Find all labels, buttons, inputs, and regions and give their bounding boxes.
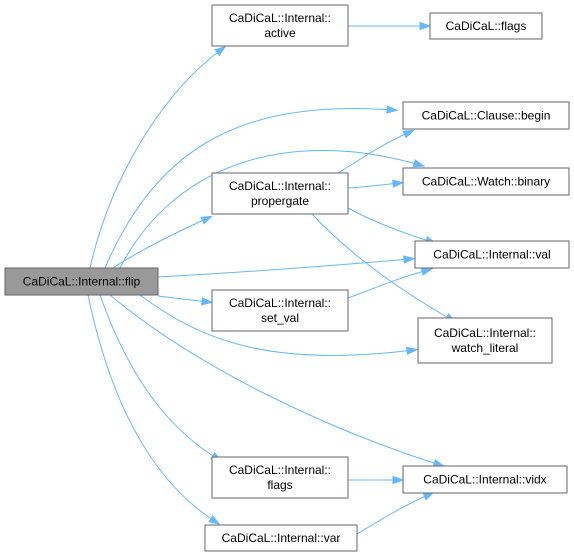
edge-line xyxy=(157,258,411,278)
edge-flip-to-val xyxy=(157,255,416,278)
edge-line xyxy=(157,295,209,303)
edge-arrowhead xyxy=(402,129,416,139)
edge-arrowhead xyxy=(386,105,399,114)
edge-arrowhead xyxy=(392,179,405,188)
edge-arrowhead xyxy=(419,21,432,31)
node-flags-cadical[interactable]: CaDiCaL::flags xyxy=(429,12,543,40)
node-label-line: CaDiCaL::Internal:: xyxy=(434,326,536,340)
node-clause-begin[interactable]: CaDiCaL::Clause::begin xyxy=(402,101,570,130)
node-box xyxy=(417,317,553,364)
node-box xyxy=(429,12,543,40)
node-box xyxy=(402,101,570,130)
edge-propergate-to-watch_binary xyxy=(347,179,405,189)
edge-line xyxy=(356,493,431,535)
edge-flip-to-active xyxy=(89,45,227,269)
edge-arrowhead xyxy=(420,267,434,276)
node-label-line: CaDiCaL::Internal:: xyxy=(229,463,331,477)
edge-line xyxy=(112,217,209,269)
node-label-line: active xyxy=(264,26,296,40)
edge-arrowhead xyxy=(201,297,214,306)
node-box xyxy=(402,465,568,494)
node-label-line: watch_literal xyxy=(451,341,519,355)
edge-flip-to-watch_literal xyxy=(139,294,419,357)
node-box xyxy=(4,267,159,296)
edge-propergate-to-val xyxy=(347,207,438,245)
edge-arrowhead xyxy=(406,346,419,355)
node-label-line: CaDiCaL::Watch::binary xyxy=(422,175,550,189)
node-label-line: CaDiCaL::Internal::val xyxy=(433,248,550,262)
edge-line xyxy=(347,207,433,243)
edge-line xyxy=(99,294,219,460)
edge-line xyxy=(109,294,441,466)
edge-line xyxy=(119,149,421,269)
node-box xyxy=(211,4,349,47)
edge-line xyxy=(89,48,223,269)
edge-arrowhead xyxy=(392,475,405,485)
node-flip: CaDiCaL::Internal::flip xyxy=(4,267,159,296)
edge-line xyxy=(347,182,400,189)
node-label-line: CaDiCaL::Clause::begin xyxy=(422,109,551,123)
node-val[interactable]: CaDiCaL::Internal::val xyxy=(414,240,570,269)
edge-arrowhead xyxy=(214,45,227,57)
edge-arrowhead xyxy=(412,159,426,168)
node-label-line: CaDiCaL::flags xyxy=(446,19,527,33)
node-label-line: CaDiCaL::Internal:: xyxy=(229,179,331,193)
edge-line xyxy=(139,294,414,357)
node-watch-binary[interactable]: CaDiCaL::Watch::binary xyxy=(402,167,570,196)
edge-flip-to-watch_binary xyxy=(119,149,426,269)
edge-flip-to-internal_flags xyxy=(99,294,223,462)
node-internal-flags[interactable]: CaDiCaL::Internal::flags xyxy=(211,456,349,499)
edge-set_val-to-val xyxy=(347,267,434,299)
edge-flip-to-var xyxy=(87,294,221,525)
edge-line xyxy=(337,131,411,174)
node-label-line: CaDiCaL::Internal::flip xyxy=(23,275,141,289)
edge-flip-to-set_val xyxy=(157,295,214,306)
edge-flip-to-clause_begin xyxy=(104,105,399,269)
node-box xyxy=(402,167,570,196)
edge-line xyxy=(104,108,394,269)
node-vidx[interactable]: CaDiCaL::Internal::vidx xyxy=(402,465,568,494)
node-label-line: CaDiCaL::Internal::var xyxy=(222,531,341,545)
edge-line xyxy=(347,269,429,299)
edge-propergate-to-clause_begin xyxy=(337,129,416,174)
node-var[interactable]: CaDiCaL::Internal::var xyxy=(204,524,358,552)
node-watch-literal[interactable]: CaDiCaL::Internal::watch_literal xyxy=(417,317,553,364)
edge-var-to-vidx xyxy=(356,491,436,535)
node-label-line: set_val xyxy=(261,311,299,325)
node-box xyxy=(414,240,570,269)
edge-flip-to-propergate xyxy=(112,215,214,269)
edge-active-to-flags_cadical xyxy=(348,21,432,31)
edge-internal_flags-to-vidx xyxy=(348,475,405,485)
node-label-line: propergate xyxy=(251,194,309,208)
edge-arrowhead xyxy=(208,514,221,525)
edge-arrowhead xyxy=(403,255,416,264)
edge-arrowhead xyxy=(200,215,214,225)
edge-line xyxy=(311,213,453,321)
node-box xyxy=(211,456,349,499)
node-label-line: CaDiCaL::Internal:: xyxy=(229,296,331,310)
node-box xyxy=(204,524,358,552)
edge-line xyxy=(87,294,217,523)
node-label-line: CaDiCaL::Internal:: xyxy=(229,11,331,25)
node-box xyxy=(211,289,349,332)
node-box xyxy=(211,172,349,215)
node-label-line: flags xyxy=(267,478,292,492)
node-label-line: CaDiCaL::Internal::vidx xyxy=(423,473,546,487)
node-set-val[interactable]: CaDiCaL::Internal::set_val xyxy=(211,289,349,332)
call-nodes: CaDiCaL::Internal::flipCaDiCaL::Internal… xyxy=(4,4,570,552)
node-propergate[interactable]: CaDiCaL::Internal::propergate xyxy=(211,172,349,215)
node-active[interactable]: CaDiCaL::Internal::active xyxy=(211,4,349,47)
